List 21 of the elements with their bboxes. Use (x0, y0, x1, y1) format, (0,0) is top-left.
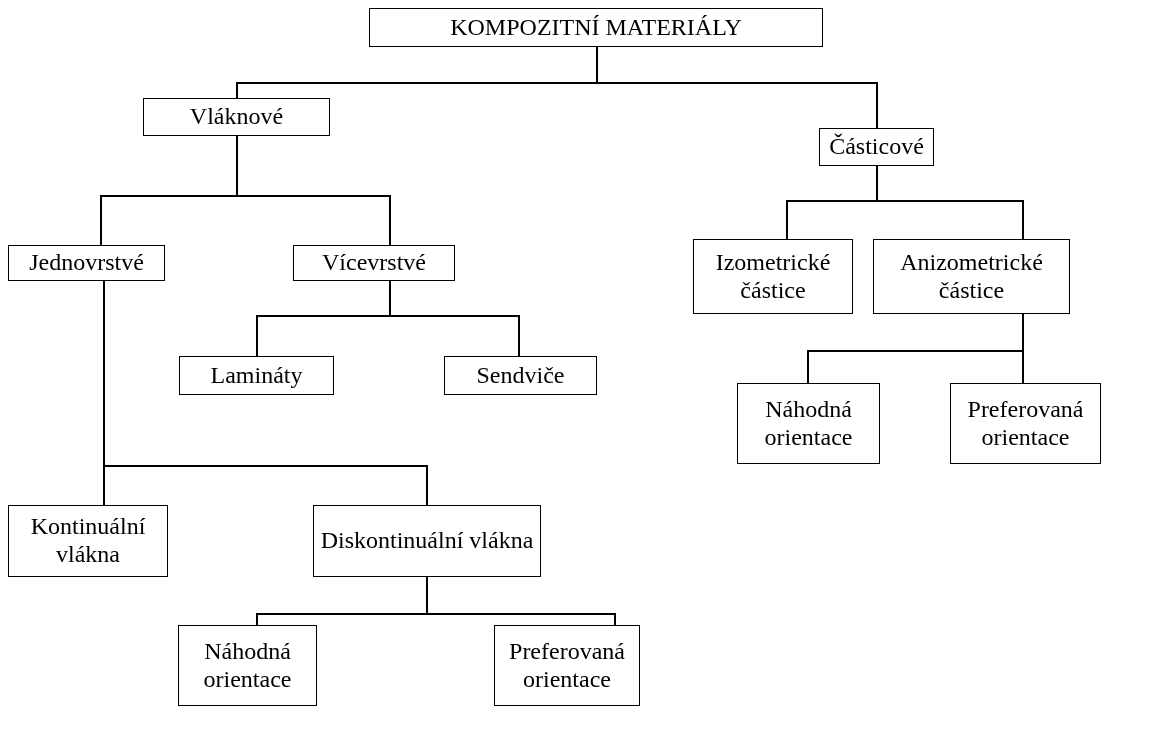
category-box: Náhodná orientace (178, 625, 317, 706)
category-box: KOMPOZITNÍ MATERIÁLY (369, 8, 823, 47)
connector-line (876, 165, 1024, 240)
connector-line (236, 135, 391, 246)
connector-line (596, 46, 878, 129)
category-box: Sendviče (444, 356, 597, 395)
category-box: Preferovaná orientace (494, 625, 640, 706)
connector-line (426, 576, 616, 626)
connector-line (389, 280, 520, 357)
category-box: Náhodná orientace (737, 383, 880, 464)
category-box: Izometrické částice (693, 239, 853, 314)
category-box: Preferovaná orientace (950, 383, 1101, 464)
category-box: Anizometrické částice (873, 239, 1070, 314)
category-box: Kontinuální vlákna (8, 505, 168, 577)
category-box: Částicové (819, 128, 934, 166)
connector-line (1022, 313, 1024, 384)
category-box: Vícevrstvé (293, 245, 455, 281)
category-box: Vláknové (143, 98, 330, 136)
category-box: Diskontinuální vlákna (313, 505, 541, 577)
category-box: Lamináty (179, 356, 334, 395)
category-box: Jednovrstvé (8, 245, 165, 281)
